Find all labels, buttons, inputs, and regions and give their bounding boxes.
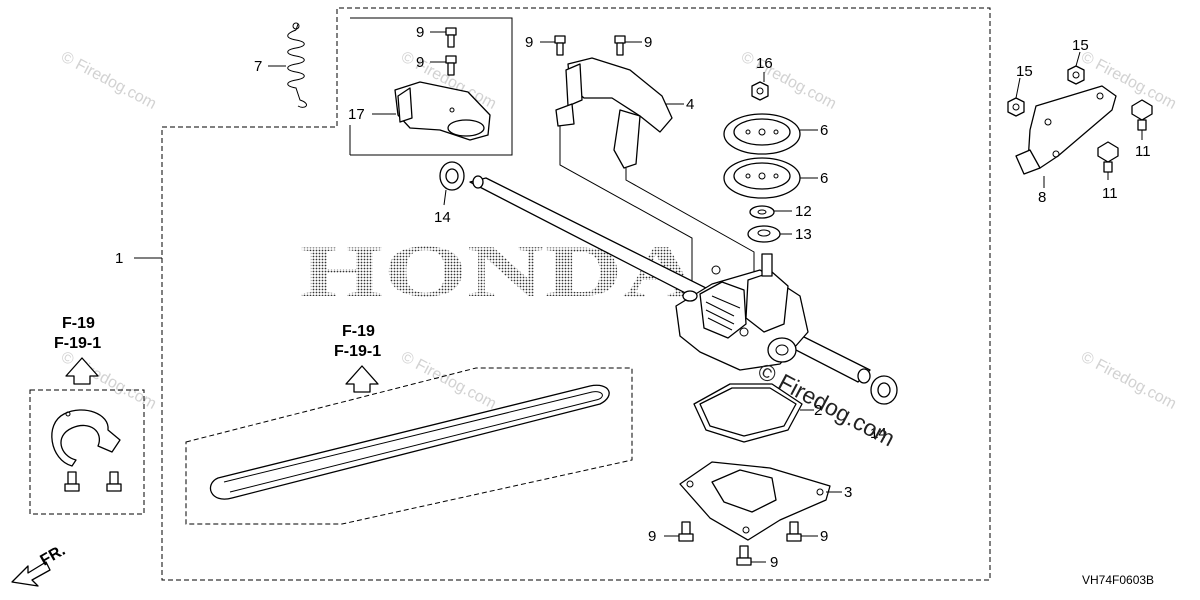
bolt-icon[interactable] — [445, 27, 457, 48]
nut-icon[interactable] — [1067, 65, 1085, 85]
drive-belt-part[interactable] — [209, 384, 610, 500]
pulley-upper-part[interactable] — [723, 113, 801, 155]
spring-part[interactable] — [287, 22, 307, 108]
front-direction-marker: FR. — [11, 542, 68, 587]
cover-part[interactable] — [394, 81, 491, 141]
bearing-icon[interactable] — [747, 225, 781, 243]
callout-bolt[interactable]: 9 — [416, 54, 424, 71]
callout-bolt[interactable]: 9 — [770, 554, 778, 571]
front-arrow-icon — [11, 561, 51, 587]
callout-main-assembly[interactable]: 1 — [115, 250, 123, 267]
bracket-part[interactable] — [1015, 85, 1117, 175]
bolt-icon[interactable] — [614, 35, 626, 56]
site-watermark: © Firedog.com — [58, 349, 159, 413]
reference-label-top[interactable]: F-19 — [342, 323, 375, 340]
callout-bearing[interactable]: 13 — [795, 226, 812, 243]
seal-right-part[interactable] — [870, 375, 898, 405]
up-arrow-icon[interactable] — [345, 365, 379, 393]
up-arrow-icon[interactable] — [65, 357, 99, 385]
callout-spring[interactable]: 7 — [254, 58, 262, 75]
bolt-icon[interactable] — [445, 55, 457, 76]
bolt-icon[interactable] — [736, 545, 752, 566]
callout-cover[interactable]: 17 — [348, 106, 365, 123]
washer-icon[interactable] — [749, 205, 775, 219]
diagram-code: VH74F0603B — [1082, 573, 1154, 587]
pulley-lower-part[interactable] — [723, 157, 801, 199]
belt-group-frame — [185, 367, 633, 525]
assembly-frame — [161, 7, 991, 581]
gearbox-housing-part[interactable] — [675, 253, 809, 371]
callout-nut[interactable]: 15 — [1072, 37, 1089, 54]
inset-box — [350, 17, 513, 156]
belt-guide-part[interactable] — [555, 57, 673, 169]
callout-bolt[interactable]: 11 — [1135, 143, 1151, 160]
callout-bolt[interactable]: 9 — [525, 34, 533, 51]
nut-icon[interactable] — [751, 81, 769, 101]
bolt-icon[interactable] — [64, 471, 80, 492]
bolt-icon[interactable] — [678, 521, 694, 542]
callout-bolt[interactable]: 9 — [644, 34, 652, 51]
callout-seal[interactable]: 14 — [434, 209, 451, 226]
callout-bottom-plate[interactable]: 3 — [844, 484, 852, 501]
callout-nut[interactable]: 15 — [1016, 63, 1033, 80]
callout-belt-guide[interactable]: 4 — [686, 96, 694, 113]
callout-seal[interactable]: 14 — [870, 425, 887, 442]
site-watermark: © Firedog.com — [1078, 349, 1179, 413]
bottom-plate-part[interactable] — [679, 461, 831, 541]
bolt-icon[interactable] — [554, 35, 566, 56]
site-watermark: © Firedog.com — [398, 349, 499, 413]
callout-gasket[interactable]: 2 — [814, 402, 822, 419]
callout-pulley[interactable]: 6 — [820, 170, 828, 187]
bolt-icon[interactable] — [106, 471, 122, 492]
callout-bolt[interactable]: 9 — [416, 24, 424, 41]
callout-bracket[interactable]: 8 — [1038, 189, 1046, 206]
seal-left-part[interactable] — [439, 161, 465, 191]
site-watermark: © Firedog.com — [58, 49, 159, 113]
bolt-icon[interactable] — [1097, 141, 1119, 173]
callout-pulley[interactable]: 6 — [820, 122, 828, 139]
reference-label-bottom[interactable]: F-19-1 — [54, 335, 101, 352]
nut-icon[interactable] — [1007, 97, 1025, 117]
brand-watermark: HONDA — [300, 231, 700, 313]
callout-washer[interactable]: 12 — [795, 203, 812, 220]
callout-bolt[interactable]: 9 — [648, 528, 656, 545]
reference-label-bottom[interactable]: F-19-1 — [334, 343, 381, 360]
site-watermark: © Firedog.com — [738, 49, 839, 113]
callout-bolt[interactable]: 9 — [820, 528, 828, 545]
clip-part[interactable] — [51, 409, 121, 467]
reference-label-top[interactable]: F-19 — [62, 315, 95, 332]
callout-bolt[interactable]: 11 — [1102, 185, 1118, 202]
clip-group-frame — [29, 389, 145, 515]
callout-nut-top[interactable]: 16 — [756, 55, 773, 72]
gasket-part[interactable] — [693, 383, 803, 443]
bolt-icon[interactable] — [1131, 99, 1153, 131]
bolt-icon[interactable] — [786, 521, 802, 542]
